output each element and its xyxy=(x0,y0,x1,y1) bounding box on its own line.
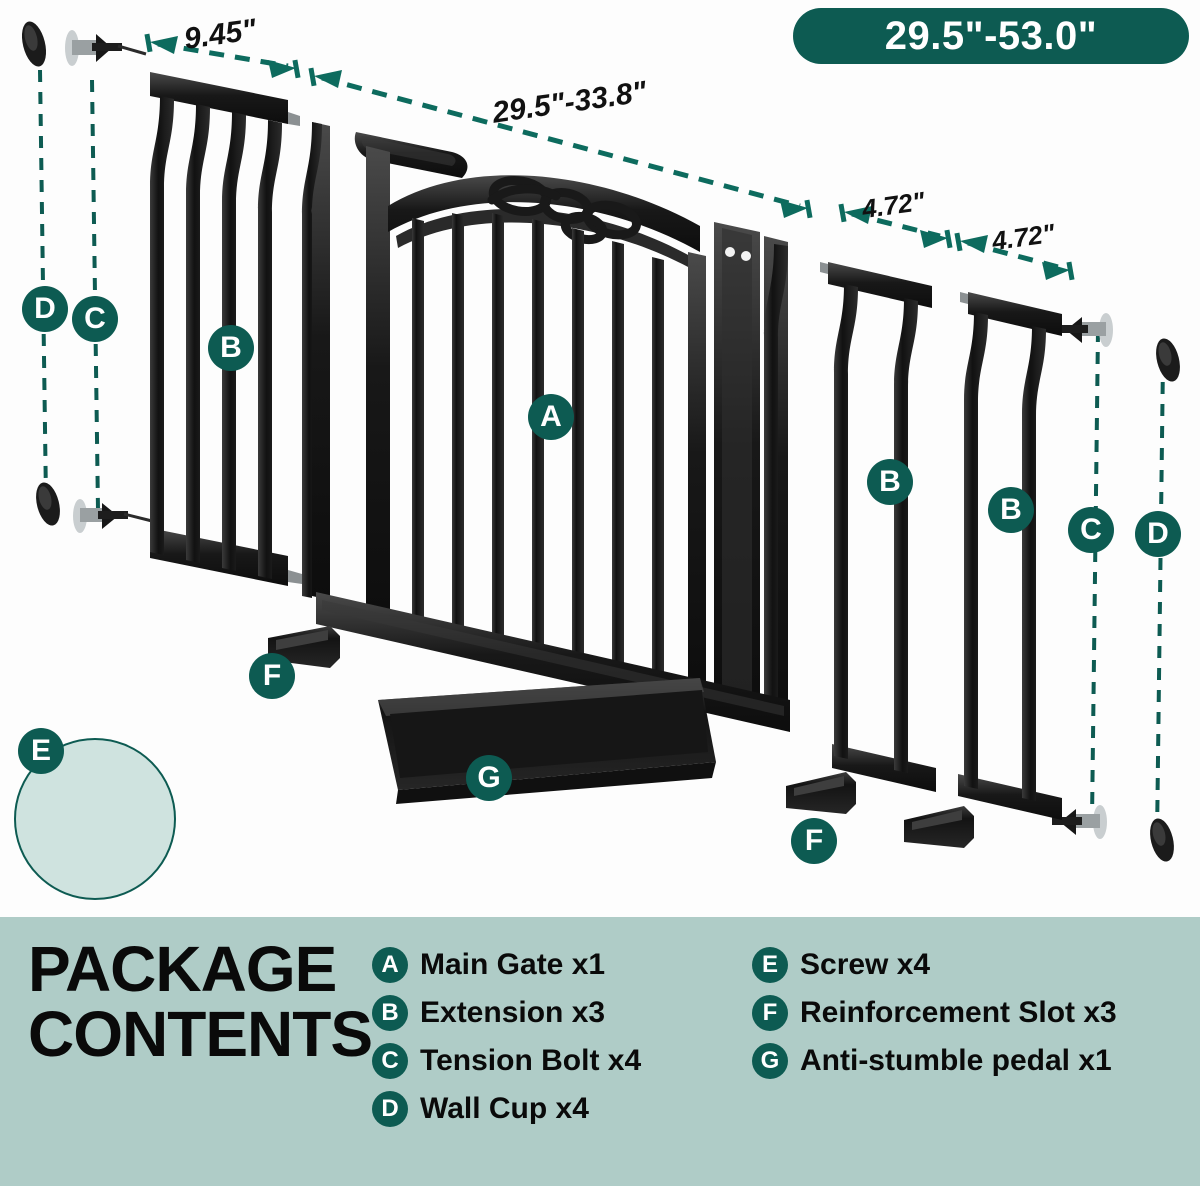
package-contents-panel: PACKAGE CONTENTS A Main Gate x1 B Extens… xyxy=(0,917,1200,1186)
tension-bolt-bottom-right xyxy=(1052,805,1107,839)
package-contents-title: PACKAGE CONTENTS xyxy=(0,917,373,1071)
callout-a-main-gate: A xyxy=(528,394,574,440)
list-item: D Wall Cup x4 xyxy=(372,1091,752,1127)
callout-d-left: D xyxy=(22,286,68,332)
callout-b-extension-narrow-1: B xyxy=(867,459,913,505)
wall-cup-bottom-right xyxy=(1150,818,1174,862)
item-label-extension: Extension x3 xyxy=(420,996,606,1029)
list-item: F Reinforcement Slot x3 xyxy=(752,995,1200,1031)
item-badge-c: C xyxy=(372,1043,408,1079)
callout-b-extension-wide: B xyxy=(208,325,254,371)
list-item: E Screw x4 xyxy=(752,947,1200,983)
item-label-anti-stumble-pedal: Anti-stumble pedal x1 xyxy=(800,1044,1112,1077)
package-title-line-1: PACKAGE xyxy=(28,933,337,1005)
item-badge-d: D xyxy=(372,1091,408,1127)
item-badge-a: A xyxy=(372,947,408,983)
reinforcement-slot-right xyxy=(904,806,974,848)
extension-wide-panel xyxy=(150,72,302,586)
item-label-wall-cup: Wall Cup x4 xyxy=(420,1092,589,1125)
package-contents-column-right: E Screw x4 F Reinforcement Slot x3 G Ant… xyxy=(752,947,1200,1127)
wall-cup-bottom-left xyxy=(36,482,60,526)
size-range-text: 29.5"-53.0" xyxy=(884,13,1098,58)
anti-stumble-pedal xyxy=(378,678,716,804)
gate-illustration xyxy=(21,21,1180,890)
callout-d-right: D xyxy=(1135,511,1181,557)
list-item: C Tension Bolt x4 xyxy=(372,1043,752,1079)
callout-b-extension-narrow-2: B xyxy=(988,487,1034,533)
tension-bolt-top-left xyxy=(65,30,147,66)
size-range-badge: 29.5"-53.0" xyxy=(793,8,1189,64)
callout-e-screw: E xyxy=(18,728,64,774)
package-contents-columns: A Main Gate x1 B Extension x3 C Tension … xyxy=(372,917,1200,1127)
exploded-diagram: 29.5"-53.0" 9.45" 29.5"-33.8" 4.72" 4.72… xyxy=(14,8,1189,900)
tension-bolt-top-right xyxy=(1058,313,1113,347)
item-label-reinforcement-slot: Reinforcement Slot x3 xyxy=(800,996,1117,1029)
dimension-arrowheads xyxy=(144,33,1075,281)
callout-c-left: C xyxy=(72,296,118,342)
reinforcement-slot-mid xyxy=(786,772,856,814)
callout-c-right: C xyxy=(1068,507,1114,553)
callout-f-slot-left: F xyxy=(249,653,295,699)
package-title-line-2: CONTENTS xyxy=(28,998,373,1071)
tension-bolt-bottom-left xyxy=(73,499,153,533)
extension-narrow-1 xyxy=(820,262,936,792)
list-item: A Main Gate x1 xyxy=(372,947,752,983)
item-label-main-gate: Main Gate x1 xyxy=(420,948,606,981)
package-contents-column-left: A Main Gate x1 B Extension x3 C Tension … xyxy=(372,947,752,1127)
item-label-screw: Screw x4 xyxy=(800,948,931,981)
list-item: G Anti-stumble pedal x1 xyxy=(752,1043,1200,1079)
wall-cup-top-right xyxy=(1156,338,1180,382)
item-badge-f: F xyxy=(752,995,788,1031)
wall-cup-top-left xyxy=(21,21,47,67)
extension-narrow-2 xyxy=(958,292,1062,820)
item-badge-e: E xyxy=(752,947,788,983)
item-badge-b: B xyxy=(372,995,408,1031)
guide-lines-right xyxy=(1090,329,1165,839)
callout-g-pedal: G xyxy=(466,755,512,801)
item-badge-g: G xyxy=(752,1043,788,1079)
list-item: B Extension x3 xyxy=(372,995,752,1031)
guide-lines-left xyxy=(38,69,100,511)
callout-f-slot-right: F xyxy=(791,818,837,864)
item-label-tension-bolt: Tension Bolt x4 xyxy=(420,1044,642,1077)
